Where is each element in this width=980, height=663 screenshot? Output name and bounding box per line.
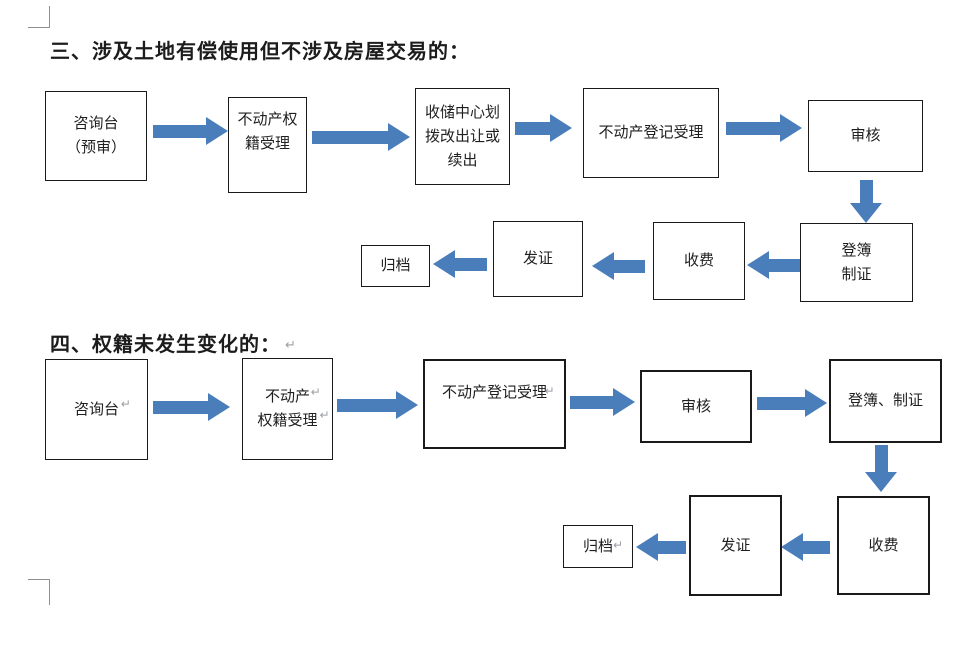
flow-node-record-certificate-s4[interactable]: 登簿、制证 (829, 359, 942, 443)
node-label: 不动产登记受理 (441, 384, 547, 401)
node-label: 收费 (868, 536, 899, 554)
paragraph-mark: ↵ (310, 385, 321, 399)
node-label: 归档 (582, 537, 613, 555)
flow-node-storage-center-transfer-s3[interactable]: 收储中心划 拨改出让或 续出 (415, 88, 510, 185)
flow-node-archive-s4[interactable]: 归档 ↵ (563, 525, 633, 568)
arrow-left-icon[interactable] (433, 250, 487, 278)
node-label: 不动产 权籍受理 (257, 388, 318, 429)
paragraph-mark: ↵ (612, 538, 624, 553)
arrow-right-icon[interactable] (153, 117, 228, 145)
arrow-left-icon[interactable] (781, 533, 830, 561)
flow-node-record-certificate-s3[interactable]: 登簿 制证 (800, 223, 913, 302)
arrow-right-icon[interactable] (153, 393, 230, 421)
arrow-right-icon[interactable] (757, 389, 827, 417)
paragraph-mark: ↵ (120, 396, 131, 411)
flow-node-consult-desk-s4[interactable]: 咨询台 ↵ (45, 359, 148, 460)
flow-node-fee-s4[interactable]: 收费 (837, 496, 930, 595)
node-label: 不动产登记受理 (598, 124, 704, 141)
text-boundary-corner-bottom-left (28, 579, 50, 605)
flow-node-registration-acceptance-s4[interactable]: 不动产登记受理 ↵ (423, 359, 566, 449)
paragraph-mark: ↵ (544, 384, 555, 399)
node-label: 审核 (680, 397, 711, 415)
paragraph-mark: ↵ (285, 337, 297, 352)
arrow-right-icon[interactable] (337, 391, 418, 419)
flow-node-registration-acceptance-s3[interactable]: 不动产登记受理 (583, 88, 719, 178)
arrow-down-icon[interactable] (850, 180, 882, 223)
flow-node-cadastral-acceptance-s4[interactable]: 不动产 权籍受理 ↵ ↵ (242, 358, 333, 460)
node-label: 收储中心划 拨改出让或 续出 (424, 103, 500, 169)
arrow-right-icon[interactable] (312, 123, 410, 151)
node-label: 审核 (850, 127, 881, 144)
arrow-left-icon[interactable] (592, 252, 645, 280)
node-label: 发证 (720, 536, 751, 554)
flow-node-cadastral-acceptance-s3[interactable]: 不动产权 籍受理 (228, 97, 307, 193)
node-label: 登簿、制证 (847, 392, 923, 409)
node-label: 咨询台 （预审） (65, 115, 126, 156)
section-four-heading-text: 四、权籍未发生变化的： (50, 334, 281, 356)
flow-node-archive-s3[interactable]: 归档 (361, 245, 430, 287)
arrow-left-icon[interactable] (636, 533, 686, 561)
flow-node-issue-certificate-s4[interactable]: 发证 (689, 495, 782, 596)
arrow-right-icon[interactable] (515, 114, 572, 142)
text-boundary-corner-top-left (28, 6, 50, 28)
node-label: 收费 (683, 252, 714, 269)
paragraph-mark: ↵ (319, 408, 330, 422)
node-label: 发证 (522, 250, 553, 267)
flow-node-review-s4[interactable]: 审核 (640, 370, 752, 443)
flow-node-issue-certificate-s3[interactable]: 发证 (493, 221, 583, 297)
node-label: 不动产权 籍受理 (237, 111, 298, 152)
arrow-left-icon[interactable] (747, 251, 800, 279)
flow-node-fee-s3[interactable]: 收费 (653, 222, 745, 300)
flow-node-review-s3[interactable]: 审核 (808, 100, 923, 172)
flow-node-consult-desk-preaudit-s3[interactable]: 咨询台 （预审） (45, 91, 147, 181)
node-label: 咨询台 (73, 400, 119, 418)
arrow-down-icon[interactable] (865, 445, 897, 492)
node-label: 归档 (380, 257, 411, 274)
arrow-right-icon[interactable] (726, 114, 802, 142)
section-three-heading: 三、涉及土地有偿使用但不涉及房屋交易的： (50, 41, 470, 63)
section-four-heading: 四、权籍未发生变化的： ↵ (50, 328, 297, 357)
node-label: 登簿 制证 (841, 241, 872, 283)
arrow-right-icon[interactable] (570, 388, 635, 416)
